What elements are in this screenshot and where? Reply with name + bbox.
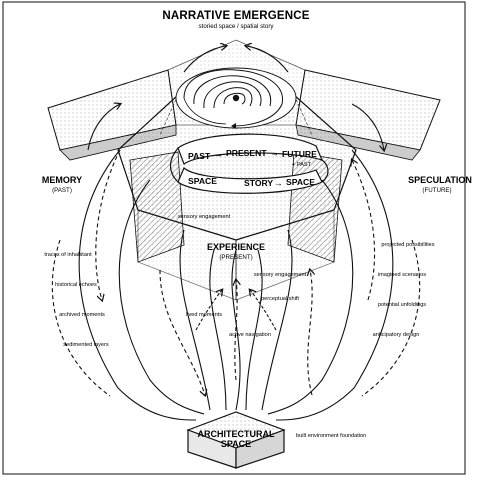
experience-note-1: sensory engagement [178,214,231,220]
experience-note-2: sensory engagement [254,272,307,278]
base-title-1: ARCHITECTURAL [198,429,275,439]
speculation-subtitle: (FUTURE) [422,187,451,194]
speculation-note-2: imagined scenarios [378,272,426,278]
narrative-ribbon [169,133,329,194]
wing-arrows [87,46,384,150]
memory-note-1: traces of inhabitant [44,252,92,258]
ribbon-tail-past: + PAST [292,162,312,168]
title: NARRATIVE EMERGENCE [162,10,309,22]
ribbon-arrow-3: → [274,178,283,188]
speculation-note-3: potential unfoldings [378,302,426,308]
experience-note-4: lived moments [186,312,222,318]
memory-note-3: archived moments [59,312,105,318]
branch-flows [51,149,421,421]
central-volume [117,94,357,301]
experience-note-5: active navigation [229,332,271,338]
memory-note-4: sedimented layers [63,342,109,348]
ribbon-arrow-1: → [214,149,223,159]
speculation-title: SPECULATION [408,175,472,185]
ribbon-arrow-2: → [270,148,279,158]
speculation-note-1: projected possibilities [381,242,434,248]
diagram-frame [2,1,466,475]
architectural-space-block [186,411,286,469]
experience-title: EXPERIENCE [207,242,265,252]
ribbon-future: FUTURE [282,149,317,159]
speculation-note-4: anticipatory design [373,332,420,338]
ribbon-past: PAST [188,151,211,161]
ribbon-story: STORY [244,178,273,188]
ribbon-space-2: SPACE [286,177,315,187]
vortex [175,67,297,129]
subtitle: storied space / spatial story [199,23,275,30]
experience-subtitle: (PRESENT) [219,254,252,261]
memory-subtitle: (PAST) [52,187,72,194]
base-note: built environment foundation [296,433,366,439]
ribbon-present: PRESENT [226,148,267,158]
memory-title: MEMORY [42,175,82,185]
ribbon-space-1: SPACE [188,176,217,186]
experience-note-3: perceptual shift [261,296,299,302]
memory-note-2: historical echoes [55,282,97,288]
base-title-2: SPACE [221,439,251,449]
